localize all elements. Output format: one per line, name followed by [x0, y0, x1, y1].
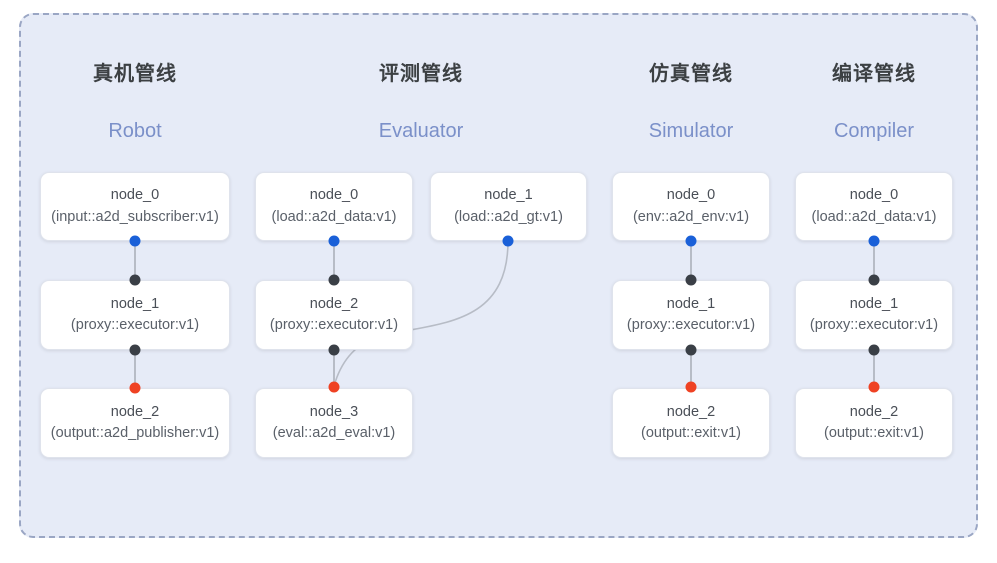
port-relay-compiler-1-out[interactable]	[868, 344, 880, 356]
node-kind: (load::a2d_gt:v1)	[454, 208, 563, 225]
node-kind: (input::a2d_subscriber:v1)	[51, 208, 219, 225]
edge-robot-1-2	[134, 350, 136, 388]
node-id: node_1	[484, 187, 533, 204]
column-title-en-robot: Robot	[108, 120, 162, 142]
port-source-evaluator-1[interactable]	[502, 235, 514, 247]
node-robot-0[interactable]: node_0 (input::a2d_subscriber:v1)	[40, 172, 230, 241]
port-relay-compiler-1-in[interactable]	[868, 274, 880, 286]
port-relay-evaluator-2-in[interactable]	[328, 274, 340, 286]
node-robot-1[interactable]: node_1 (proxy::executor:v1)	[40, 280, 230, 350]
node-id: node_3	[309, 403, 359, 420]
node-evaluator-3[interactable]: node_3 (eval::a2d_eval:v1)	[255, 388, 413, 458]
node-kind: (load::a2d_data:v1)	[811, 208, 937, 225]
node-evaluator-2[interactable]: node_2 (proxy::executor:v1)	[255, 280, 413, 350]
port-source-robot-0[interactable]	[129, 235, 141, 247]
node-kind: (proxy::executor:v1)	[269, 317, 399, 333]
node-id: node_1	[110, 295, 160, 312]
node-id: node_1	[849, 295, 899, 312]
column-title-en-simulator: Simulator	[648, 120, 734, 142]
node-kind: (proxy::executor:v1)	[70, 317, 200, 333]
node-kind: (eval::a2d_eval:v1)	[272, 425, 396, 441]
node-kind: (load::a2d_data:v1)	[271, 208, 397, 225]
port-relay-simulator-1-in[interactable]	[685, 274, 697, 286]
node-compiler-0[interactable]: node_0 (load::a2d_data:v1)	[795, 172, 953, 241]
node-id: node_0	[849, 187, 899, 204]
port-source-simulator-0[interactable]	[685, 235, 697, 247]
port-relay-robot-1-in[interactable]	[129, 274, 141, 286]
port-relay-simulator-1-out[interactable]	[685, 344, 697, 356]
port-relay-robot-1-out[interactable]	[129, 344, 141, 356]
column-header-simulator: 仿真管线 Simulator	[649, 64, 733, 141]
node-robot-2[interactable]: node_2 (output::a2d_publisher:v1)	[40, 388, 230, 458]
edge-robot-0-1	[134, 241, 136, 280]
port-sink-simulator-2[interactable]	[685, 381, 697, 393]
node-kind: (output::exit:v1)	[641, 425, 741, 441]
node-compiler-2[interactable]: node_2 (output::exit:v1)	[795, 388, 953, 458]
node-kind: (env::a2d_env:v1)	[632, 208, 750, 225]
column-header-evaluator: 评测管线 Evaluator	[379, 64, 464, 141]
node-id: node_2	[110, 403, 160, 420]
port-source-evaluator-0[interactable]	[328, 235, 340, 247]
node-simulator-2[interactable]: node_2 (output::exit:v1)	[612, 388, 770, 458]
node-evaluator-0[interactable]: node_0 (load::a2d_data:v1)	[255, 172, 413, 241]
column-title-en-compiler: Compiler	[833, 120, 915, 142]
node-kind: (output::a2d_publisher:v1)	[50, 425, 220, 441]
column-title-en-evaluator: Evaluator	[378, 120, 464, 142]
port-sink-evaluator-3[interactable]	[328, 381, 340, 393]
edge-simulator-1-2	[690, 350, 692, 388]
column-title-cn-evaluator: 评测管线	[379, 63, 463, 85]
node-id: node_2	[666, 403, 716, 420]
node-evaluator-1[interactable]: node_1 (load::a2d_gt:v1)	[430, 172, 587, 241]
node-simulator-0[interactable]: node_0 (env::a2d_env:v1)	[612, 172, 770, 241]
node-id: node_2	[849, 403, 899, 420]
node-compiler-1[interactable]: node_1 (proxy::executor:v1)	[795, 280, 953, 350]
node-id: node_0	[110, 187, 160, 204]
port-sink-robot-2[interactable]	[129, 382, 141, 394]
edge-compiler-1-2	[873, 350, 875, 388]
node-id: node_1	[666, 295, 716, 312]
node-id: node_2	[309, 295, 359, 312]
column-title-cn-simulator: 仿真管线	[648, 63, 733, 85]
edge-compiler-0-1	[873, 241, 875, 280]
column-header-robot: 真机管线 Robot	[93, 64, 177, 141]
node-kind: (proxy::executor:v1)	[626, 317, 756, 333]
edge-simulator-0-1	[690, 241, 692, 280]
node-id: node_0	[666, 187, 716, 204]
column-title-cn-robot: 真机管线	[93, 63, 177, 85]
node-simulator-1[interactable]: node_1 (proxy::executor:v1)	[612, 280, 770, 350]
node-kind: (output::exit:v1)	[824, 425, 924, 441]
port-relay-evaluator-2-out[interactable]	[328, 344, 340, 356]
port-sink-compiler-2[interactable]	[868, 381, 880, 393]
node-id: node_0	[309, 187, 359, 204]
node-kind: (proxy::executor:v1)	[809, 317, 939, 333]
port-source-compiler-0[interactable]	[868, 235, 880, 247]
column-title-cn-compiler: 编译管线	[832, 63, 916, 85]
column-header-compiler: 编译管线 Compiler	[832, 64, 916, 141]
